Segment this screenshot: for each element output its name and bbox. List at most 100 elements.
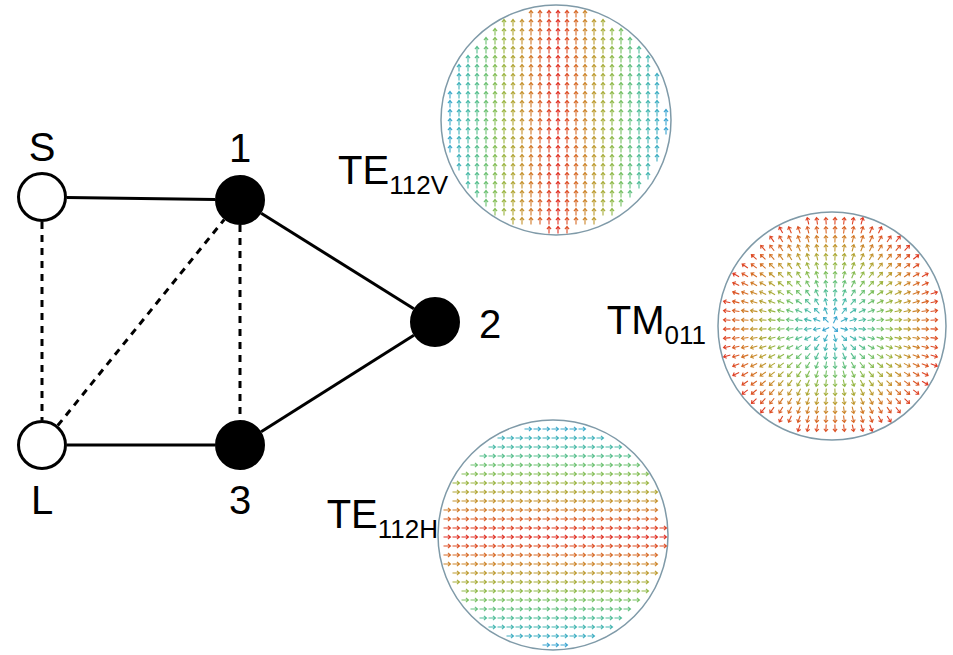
field-arrow <box>878 372 883 377</box>
field-arrow <box>606 625 613 629</box>
field-arrow <box>466 182 470 189</box>
field-arrow <box>815 227 819 234</box>
field-arrow <box>570 526 577 530</box>
field-arrow <box>628 146 632 153</box>
field-arrow <box>493 65 497 72</box>
field-arrow <box>480 589 487 593</box>
field-arrow <box>624 481 631 485</box>
field-arrow <box>588 553 595 557</box>
field-arrow <box>833 335 837 342</box>
cross-coupling <box>58 219 225 425</box>
field-arrow <box>552 544 559 548</box>
field-arrow <box>502 137 506 144</box>
field-arrow <box>520 209 524 216</box>
field-arrow <box>525 571 532 575</box>
field-arrow <box>453 535 460 539</box>
field-arrow <box>493 29 497 36</box>
field-arrow <box>922 273 928 277</box>
field-arrow <box>579 607 586 611</box>
field-arrow <box>878 245 882 251</box>
field-arrow <box>655 155 659 162</box>
field-arrow <box>489 589 496 593</box>
field-arrow <box>610 173 614 180</box>
field-arrow <box>588 526 595 530</box>
field-arrow <box>642 562 649 566</box>
field-arrow <box>788 236 792 242</box>
field-arrow <box>724 309 731 313</box>
field-arrow <box>769 363 775 367</box>
field-arrow <box>637 146 641 153</box>
field-arrow <box>615 463 622 467</box>
field-arrow <box>516 544 523 548</box>
field-arrow <box>877 354 883 358</box>
field-arrow <box>556 227 560 234</box>
field-arrow <box>547 83 551 90</box>
field-arrow <box>484 74 488 81</box>
field-arrow <box>615 481 622 485</box>
field-arrow <box>601 128 605 135</box>
field-arrow <box>619 128 623 135</box>
field-arrow <box>507 490 514 494</box>
field-arrow <box>493 110 497 117</box>
field-arrow <box>815 272 819 279</box>
field-arrow <box>534 553 541 557</box>
field-arrow <box>610 155 614 162</box>
field-arrow <box>462 508 469 512</box>
field-arrow <box>547 65 551 72</box>
field-arrow <box>507 481 514 485</box>
field-arrow <box>637 164 641 171</box>
field-arrow <box>859 318 866 322</box>
field-arrow <box>797 263 801 269</box>
field-arrow <box>493 209 497 216</box>
field-arrow <box>592 65 596 72</box>
field-arrow <box>922 381 928 385</box>
field-arrow <box>624 463 631 467</box>
field-arrow <box>565 191 569 198</box>
field-arrow <box>797 362 802 367</box>
field-arrow <box>742 264 748 268</box>
field-arrow <box>806 362 810 368</box>
field-arrow <box>824 344 828 351</box>
field-arrow <box>769 327 776 331</box>
field-arrow <box>520 173 524 180</box>
field-arrow <box>931 345 938 349</box>
field-arrow <box>633 562 640 566</box>
field-arrow <box>642 580 649 584</box>
field-arrow <box>841 327 848 331</box>
field-arrow <box>484 38 488 45</box>
field-arrow <box>833 416 837 423</box>
field-arrow <box>869 227 873 233</box>
field-arrow <box>493 56 497 63</box>
field-arrow <box>520 200 524 207</box>
field-arrow <box>610 146 614 153</box>
field-arrow <box>462 598 469 602</box>
field-arrow <box>733 291 740 295</box>
field-arrow <box>887 416 891 422</box>
field-arrow <box>597 508 604 512</box>
field-arrow <box>534 436 541 440</box>
field-arrow <box>913 264 919 268</box>
field-arrow <box>633 526 640 530</box>
field-arrow <box>913 318 920 322</box>
field-arrow <box>851 389 855 396</box>
field-arrow <box>637 128 641 135</box>
field-arrow <box>592 146 596 153</box>
field-arrow <box>507 589 514 593</box>
field-arrow <box>887 254 891 259</box>
field-arrow <box>788 407 792 413</box>
field-arrow <box>742 345 749 349</box>
field-arrow <box>615 535 622 539</box>
field-arrow <box>466 83 470 90</box>
field-arrow <box>547 218 551 225</box>
field-arrow <box>574 191 578 198</box>
field-arrow <box>833 290 837 297</box>
field-arrow <box>579 598 586 602</box>
field-arrow <box>633 463 640 467</box>
field-arrow <box>896 398 901 403</box>
field-arrow <box>895 300 902 304</box>
field-arrow <box>511 101 515 108</box>
field-arrow <box>842 272 846 279</box>
field-arrow <box>592 74 596 81</box>
field-arrow <box>851 263 855 270</box>
field-arrow <box>453 553 460 557</box>
